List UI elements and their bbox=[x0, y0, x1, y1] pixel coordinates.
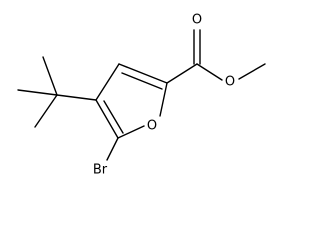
bond-ester-o-methyl bbox=[238, 63, 266, 80]
bromine-label: Br bbox=[93, 163, 108, 178]
methyl-ester-group bbox=[166, 29, 266, 84]
bond-o1-c2 bbox=[159, 82, 168, 117]
bond-quaternary-methyl-bottom bbox=[34, 94, 58, 128]
bond-c2-c3-inner bbox=[121, 72, 163, 90]
bond-c3-c4 bbox=[95, 63, 120, 101]
carbonyl-oxygen-label: O bbox=[192, 13, 202, 28]
bond-quaternary-methyl-top bbox=[42, 56, 58, 96]
bond-carbonyl-ester-o bbox=[196, 63, 223, 81]
bond-c2-c3 bbox=[118, 63, 168, 84]
bond-c4-c5 bbox=[95, 99, 119, 139]
ester-oxygen-label: O bbox=[225, 75, 235, 90]
bond-quaternary-methyl-left bbox=[17, 89, 58, 96]
bond-c5-o1 bbox=[117, 125, 145, 139]
furan-ring bbox=[95, 63, 168, 139]
bond-c2-carbonyl bbox=[166, 63, 198, 84]
bond-c4-quaternary bbox=[56, 94, 97, 101]
bond-c5-br bbox=[106, 137, 119, 161]
bond-c4-c5-inner bbox=[103, 100, 124, 134]
chemical-structure: O O O Br bbox=[17, 13, 266, 178]
ring-oxygen-label: O bbox=[147, 119, 157, 134]
tert-butyl-group bbox=[17, 56, 97, 128]
